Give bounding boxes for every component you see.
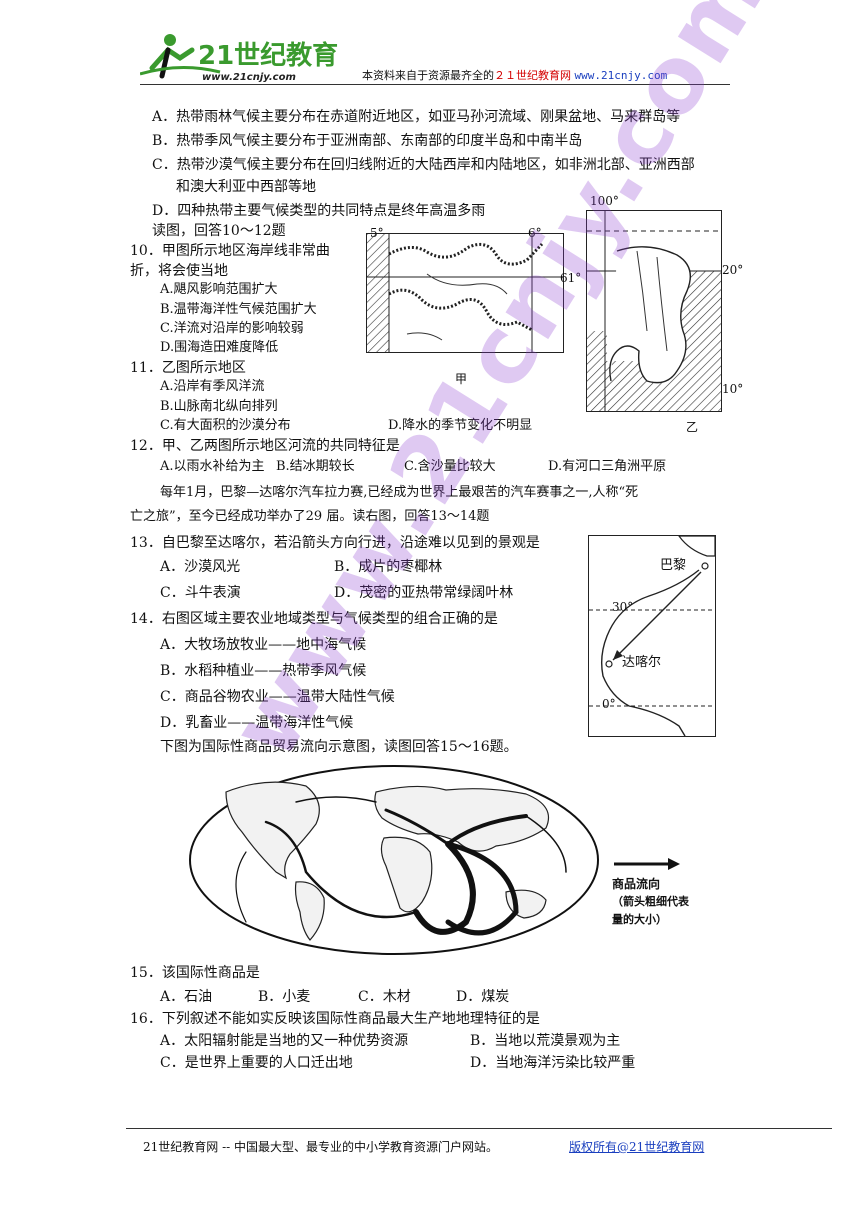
south-america-shape: [294, 881, 325, 941]
q9-option-c-cont: 和澳大利亚中西部等地: [176, 179, 316, 195]
intro-13-14-line1: 每年1月，巴黎—达喀尔汽车拉力赛,已经成为世界上最艰苦的汽车赛事之一,人称“死: [160, 485, 639, 500]
q13-option-d: D．茂密的亚热带常绿阔叶林: [334, 585, 514, 601]
q15-option-c: C．木材: [358, 989, 411, 1005]
yi-lat-top: 20°: [722, 263, 744, 277]
q10-stem-1: 10．甲图所示地区海岸线非常曲: [130, 243, 330, 259]
rally-lat-30: 30°: [612, 600, 634, 614]
logo-text: 21世纪教育: [198, 40, 338, 71]
world-legend: 商品流向 （箭头粗细代表 量的大小）: [612, 856, 698, 929]
trade-flow-west: [413, 841, 476, 935]
legend-title: 商品流向: [612, 877, 661, 891]
intro-13-14-line2: 亡之旅”，至今已经成功举办了29 届。读右图，回答13～14题: [130, 509, 490, 524]
q16-stem: 16．下列叙述不能如实反映该国际性商品最大生产地地理特征的是: [130, 1011, 540, 1027]
trade-flow-europe: [384, 808, 450, 846]
yi-caption: 乙: [686, 420, 699, 434]
eurasia-shape: [374, 785, 550, 852]
q14-option-d: D．乳畜业——温带海洋性气候: [160, 715, 354, 731]
q10-option-a: A.飓风影响范围扩大: [160, 282, 278, 297]
q16-option-a: A．太阳辐射能是当地的又一种优势资源: [160, 1033, 409, 1049]
world-trade-map: [186, 762, 602, 958]
runner-icon: [139, 34, 221, 79]
rally-lat-0: 0°: [602, 697, 616, 711]
africa-shape: [380, 836, 433, 913]
trade-flow-east: [446, 814, 528, 846]
legend-note-1: （箭头粗细代表: [612, 895, 689, 908]
q15-stem: 15．该国际性商品是: [130, 965, 260, 981]
yi-indochina-coast: [609, 246, 691, 384]
intro-15-16: 下图为国际性商品贸易流向示意图，读图回答15～16题。: [160, 739, 518, 755]
q11-option-a: A.沿岸有季风洋流: [160, 379, 265, 394]
q16-option-d: D．当地海洋污染比较严重: [470, 1055, 636, 1071]
yi-lon: 100°: [590, 194, 619, 208]
header-divider: [140, 84, 730, 85]
q12-stem: 12．甲、乙两图所示地区河流的共同特征是: [130, 438, 400, 454]
jia-sea-hatch: [367, 234, 389, 352]
trade-flow-south: [445, 841, 519, 936]
q9-option-d: D．四种热带主要气候类型的共同特点是终年高温多雨: [152, 203, 486, 219]
intro-10-12: 读图，回答10～12题: [152, 223, 286, 239]
q11-option-b: B.山脉南北纵向排列: [160, 399, 278, 414]
header-site-link[interactable]: ２１世纪教育网: [494, 69, 571, 82]
q10-option-b: B.温带海洋性气候范围扩大: [160, 302, 317, 317]
q14-stem: 14．右图区域主要农业地域类型与气候类型的组合正确的是: [130, 611, 498, 627]
paris-marker: [701, 562, 709, 570]
jia-lon-right: 6°: [528, 226, 542, 240]
trade-flow-america: [264, 820, 418, 919]
q14-option-c: C．商品谷物农业——温带大陆性气候: [160, 689, 395, 705]
q13-stem: 13．自巴黎至达喀尔，若沿箭头方向行进，沿途难以见到的景观是: [130, 535, 540, 551]
q12-option-b: B.结冰期较长: [276, 459, 355, 474]
map-rally: [588, 535, 716, 737]
q12-option-c: C.含沙量比较大: [404, 459, 496, 474]
header-url-link[interactable]: www.21cnjy.com: [574, 69, 668, 82]
site-logo: 21世纪教育 www.21cnjy.com: [139, 28, 340, 88]
rally-paris-label: 巴黎: [660, 558, 687, 573]
rally-africa-coast: [600, 569, 700, 736]
footer-divider: [126, 1128, 832, 1129]
q15-option-d: D．煤炭: [456, 989, 510, 1005]
header-prefix: 本资料来自于资源最齐全的: [362, 69, 494, 82]
q11-stem: 11．乙图所示地区: [130, 360, 246, 376]
q16-option-c: C．是世界上重要的人口迁出地: [160, 1055, 353, 1071]
q12-option-a: A.以雨水补给为主: [160, 459, 265, 474]
map-yi: [586, 210, 722, 412]
rally-dakar-label: 达喀尔: [622, 655, 662, 670]
q14-option-b: B．水稻种植业——热带季风气候: [160, 663, 367, 679]
q11-option-d: D.降水的季节变化不明显: [388, 418, 533, 433]
q13-option-a: A．沙漠风光: [160, 559, 241, 575]
q10-option-d: D.围海造田难度降低: [160, 340, 279, 355]
q9-option-a: A．热带雨林气候主要分布在赤道附近地区，如亚马孙河流域、刚果盆地、马来群岛等: [152, 109, 681, 125]
q10-option-c: C.洋流对沿岸的影响较弱: [160, 321, 304, 336]
rally-route-arrow: [612, 571, 702, 661]
dakar-marker: [605, 660, 613, 668]
q11-option-c: C.有大面积的沙漠分布: [160, 418, 291, 433]
q12-option-d: D.有河口三角洲平原: [548, 459, 667, 474]
jia-caption: 甲: [455, 372, 468, 386]
jia-lat: 61°: [560, 271, 582, 285]
q14-option-a: A．大牧场放牧业——地中海气候: [160, 637, 367, 653]
q15-option-a: A．石油: [160, 989, 213, 1005]
footer-tagline: 21世纪教育网 -- 中国最大型、最专业的中小学教育资源门户网站。: [143, 1140, 499, 1154]
legend-note-2: 量的大小）: [612, 913, 667, 926]
map-jia: [366, 233, 564, 353]
q13-option-b: B．成片的枣椰林: [334, 559, 443, 575]
yi-lat-bottom: 10°: [722, 382, 744, 396]
header-source-note: 本资料来自于资源最齐全的２１世纪教育网 www.21cnjy.com: [362, 67, 667, 83]
q13-option-c: C．斗牛表演: [160, 585, 241, 601]
legend-arrow-icon: [614, 858, 680, 870]
q9-option-c: C．热带沙漠气候主要分布在回归线附近的大陆西岸和内陆地区，如非洲北部、亚洲西部: [152, 157, 695, 173]
q16-option-b: B．当地以荒漠景观为主: [470, 1033, 621, 1049]
footer-copyright-link[interactable]: 版权所有@21世纪教育网: [569, 1140, 705, 1154]
jia-lon-left: 5°: [370, 226, 384, 240]
q10-stem-2: 折，将会使当地: [130, 263, 228, 279]
q15-option-b: B．小麦: [258, 989, 311, 1005]
q9-option-b: B．热带季风气候主要分布于亚洲南部、东南部的印度半岛和中南半岛: [152, 133, 583, 149]
north-america-shape: [225, 781, 320, 880]
logo-url: www.21cnjy.com: [202, 72, 296, 83]
